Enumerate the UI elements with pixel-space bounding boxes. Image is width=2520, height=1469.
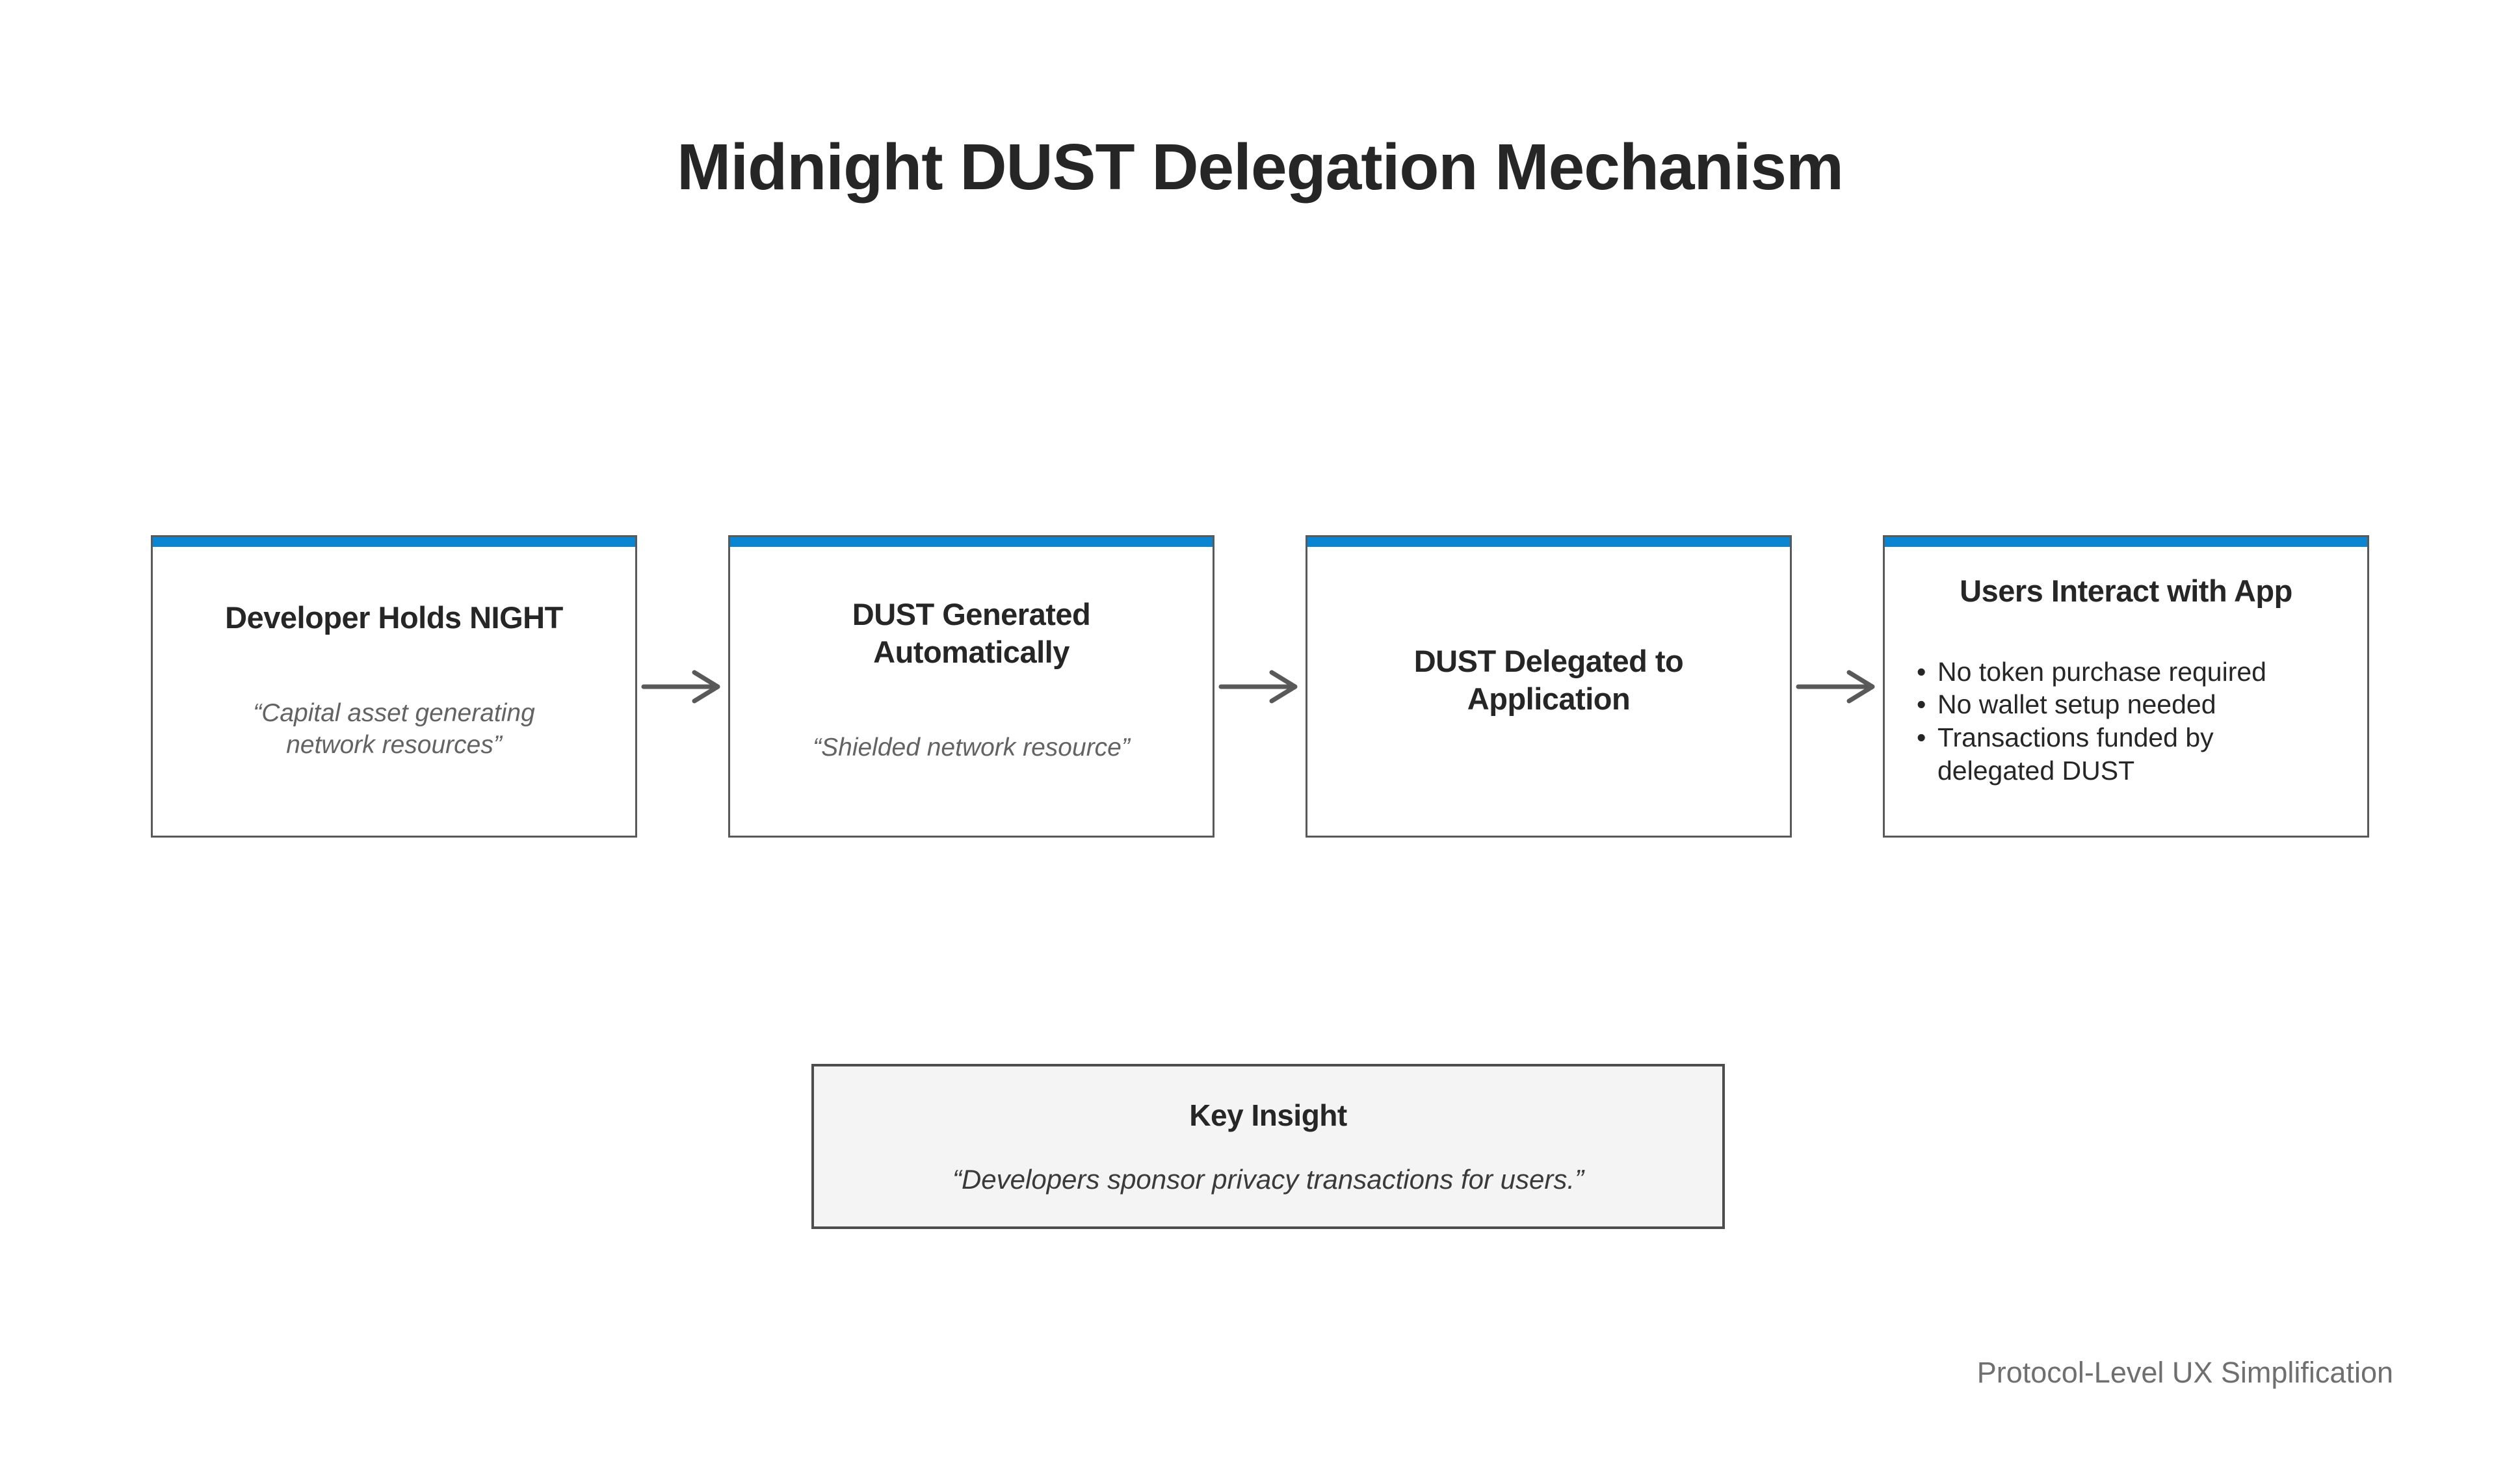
bullet-item: Transactions funded by delegated DUST	[1914, 721, 2338, 787]
bullet-item: No token purchase required	[1914, 655, 2338, 689]
flow-box-users-interact: Users Interact with App No token purchas…	[1883, 535, 2369, 838]
box-bullet-list: No token purchase required No wallet set…	[1914, 655, 2338, 787]
arrow-right-icon	[1796, 670, 1875, 703]
box-title: DUST Generated Automatically	[852, 597, 1091, 669]
box-accent-bar	[153, 537, 635, 547]
key-insight-title: Key Insight	[1189, 1098, 1347, 1132]
flow-box-developer-holds-night: Developer Holds NIGHT “Capital asset gen…	[151, 535, 637, 838]
bullet-item: No wallet setup needed	[1914, 688, 2338, 721]
flow-box-dust-generated: DUST Generated Automatically “Shielded n…	[728, 535, 1214, 838]
arrow-right-icon	[1218, 670, 1298, 703]
footer-caption: Protocol-Level UX Simplification	[1976, 1356, 2393, 1389]
page-title: Midnight DUST Delegation Mechanism	[677, 131, 1844, 204]
box-accent-bar	[730, 537, 1213, 547]
key-insight-box: Key Insight “Developers sponsor privacy …	[811, 1064, 1725, 1229]
box-title: DUST Delegated to Application	[1413, 644, 1684, 716]
box-title: Developer Holds NIGHT	[225, 600, 563, 635]
arrow-right-icon	[641, 670, 720, 703]
box-quote: “Capital asset generating network resour…	[253, 698, 535, 759]
flow-arrow-cell	[1792, 535, 1883, 838]
flow-box-dust-delegated: DUST Delegated to Application	[1306, 535, 1792, 838]
box-accent-bar	[1885, 537, 2367, 547]
box-accent-bar	[1307, 537, 1790, 547]
flow-arrow-cell	[637, 535, 728, 838]
key-insight-quote: “Developers sponsor privacy transactions…	[952, 1164, 1584, 1195]
box-title: Users Interact with App	[1960, 574, 2292, 609]
box-quote: “Shielded network resource”	[813, 733, 1130, 761]
flow-row: Developer Holds NIGHT “Capital asset gen…	[0, 535, 2520, 838]
flow-arrow-cell	[1214, 535, 1306, 838]
